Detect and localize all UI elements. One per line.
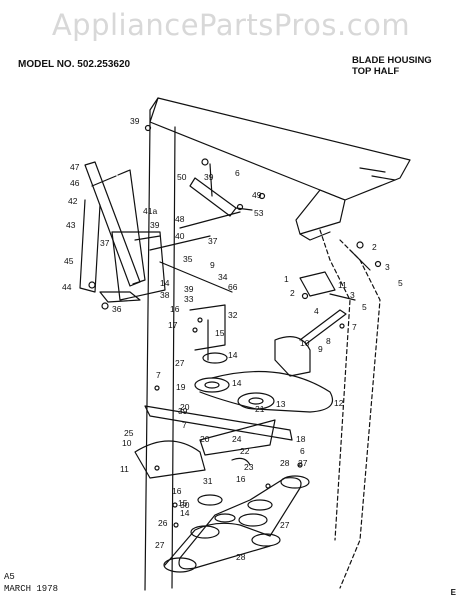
callout: 16 [236, 474, 246, 484]
callout: 40 [175, 231, 185, 241]
callout: 28 [280, 458, 290, 468]
callout: 45 [64, 256, 74, 266]
callout: 11 [120, 464, 129, 474]
section-title-line2: TOP HALF [352, 66, 400, 77]
callout: 1 [284, 274, 289, 284]
callout: 10 [122, 438, 132, 448]
callout: 10 [300, 338, 310, 348]
callout: 14 [180, 508, 190, 518]
callout: 37 [100, 238, 110, 248]
callout: 20 [180, 402, 190, 412]
belt-lower [164, 477, 302, 570]
callout: 3 [385, 262, 390, 272]
deck-outline [319, 229, 381, 589]
print-date: MARCH 1978 [4, 584, 59, 594]
callout: 42 [68, 196, 78, 206]
idler-arm [134, 405, 293, 479]
callout: 17 [168, 320, 178, 330]
callout: 15 [178, 498, 188, 508]
section-title-line1: BLADE HOUSING [352, 55, 432, 66]
callout: 18 [296, 434, 306, 444]
callout: 25 [124, 428, 134, 438]
callout: 39 [150, 220, 160, 230]
model-number: MODEL NO. 502.253620 [18, 59, 131, 70]
callouts: 39 47 46 42 43 37 45 44 36 50 39 6 49 48… [62, 116, 403, 562]
callout: 19 [176, 382, 186, 392]
callout: 7 [182, 420, 187, 430]
callout: 35 [183, 254, 193, 264]
callout: 39 [204, 172, 214, 182]
callout: 33 [184, 294, 194, 304]
callout: 5 [362, 302, 367, 312]
callout: 6 [300, 446, 305, 456]
callout: 49 [252, 190, 262, 200]
callout: 13 [276, 399, 286, 409]
upper-linkage [144, 124, 253, 229]
callout: 11 [338, 280, 347, 290]
callout: 9 [210, 260, 215, 270]
callout: 46 [70, 178, 80, 188]
corner-mark: E [450, 588, 456, 597]
callout: 31 [203, 476, 213, 486]
blade-housing [144, 97, 411, 591]
section-title: BLADE HOUSING TOP HALF [352, 55, 432, 77]
callout: 2 [372, 242, 377, 252]
callout: 3 [350, 290, 355, 300]
callout: 15 [215, 328, 225, 338]
callout: 24 [232, 434, 242, 444]
callout: 39 [130, 116, 140, 126]
callout: 7 [352, 322, 357, 332]
callout: 26 [158, 518, 168, 528]
callout: 48 [175, 214, 185, 224]
watermark: AppliancePartsPros.com [51, 8, 411, 42]
callout: 4 [314, 306, 319, 316]
callout: 27 [280, 520, 290, 530]
fasteners [154, 192, 345, 528]
callout: 27 [175, 358, 185, 368]
callout: 20 [200, 434, 210, 444]
callout: 21 [255, 404, 265, 414]
callout: 22 [240, 446, 250, 456]
callout: 39 [184, 284, 194, 294]
callout: 36 [112, 304, 122, 314]
callout: 34 [218, 272, 228, 282]
belt-upper [199, 370, 334, 413]
callout: 8 [326, 336, 331, 346]
callout: 30 [180, 500, 190, 510]
callout: 7 [156, 370, 161, 380]
callout: 12 [334, 398, 344, 408]
callout: 14 [232, 378, 242, 388]
callout: 16 [170, 304, 180, 314]
callout: 32 [228, 310, 238, 320]
callout: 27 [298, 458, 308, 468]
callout: 50 [177, 172, 187, 182]
callout: 14 [160, 278, 170, 288]
callout: 41a [143, 206, 157, 216]
callout: 37 [208, 236, 218, 246]
callout: 47 [70, 162, 80, 172]
callout: 6 [235, 168, 240, 178]
callout: 53 [254, 208, 264, 218]
right-linkage [299, 241, 382, 345]
callout: 5 [398, 278, 403, 288]
callout: 44 [62, 282, 72, 292]
callout: 27 [155, 540, 165, 550]
callout: 23 [244, 462, 254, 472]
lift-lever-assembly [79, 161, 233, 310]
callout: 66 [228, 282, 238, 292]
callout: 2 [290, 288, 295, 298]
callout: 39 [178, 406, 188, 416]
callout: 28 [236, 552, 246, 562]
callout: 38 [160, 290, 170, 300]
callout: 14 [228, 350, 238, 360]
page-code: A5 [4, 572, 15, 582]
callout: 43 [66, 220, 76, 230]
callout: 16 [172, 486, 182, 496]
callout: 9 [318, 344, 323, 354]
mid-bracket [189, 304, 311, 377]
